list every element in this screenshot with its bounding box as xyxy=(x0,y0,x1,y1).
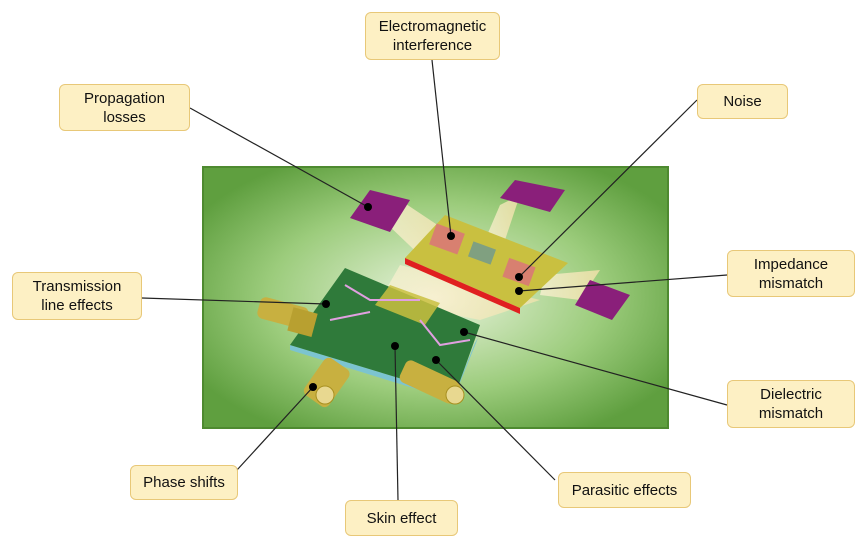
projection-beam xyxy=(485,195,520,240)
sma-connector-right xyxy=(399,360,465,405)
label-impedance-mismatch: Impedance mismatch xyxy=(727,250,855,297)
rf-module-edge xyxy=(405,258,520,314)
pcb-board xyxy=(290,268,480,395)
label-skin-effect: Skin effect xyxy=(345,500,458,536)
label-parasitic-effects: Parasitic effects xyxy=(558,472,691,508)
label-dielectric-mismatch: Dielectric mismatch xyxy=(727,380,855,428)
label-noise: Noise xyxy=(697,84,788,119)
label-phase-shifts: Phase shifts xyxy=(130,465,238,500)
chip-top xyxy=(500,180,565,212)
sma-connector-bottom xyxy=(303,357,350,408)
chip-left xyxy=(350,190,410,232)
chip-right xyxy=(575,280,630,320)
label-transmission-line-effects: Transmission line effects xyxy=(12,272,142,320)
pcb-center-module xyxy=(375,285,440,325)
sma-connector-left xyxy=(257,297,318,337)
leader-lines xyxy=(141,59,728,501)
label-electromagnetic-interference: Electromagnetic interference xyxy=(365,12,500,60)
label-propagation-losses: Propagation losses xyxy=(59,84,190,131)
leader-dots xyxy=(309,203,523,391)
